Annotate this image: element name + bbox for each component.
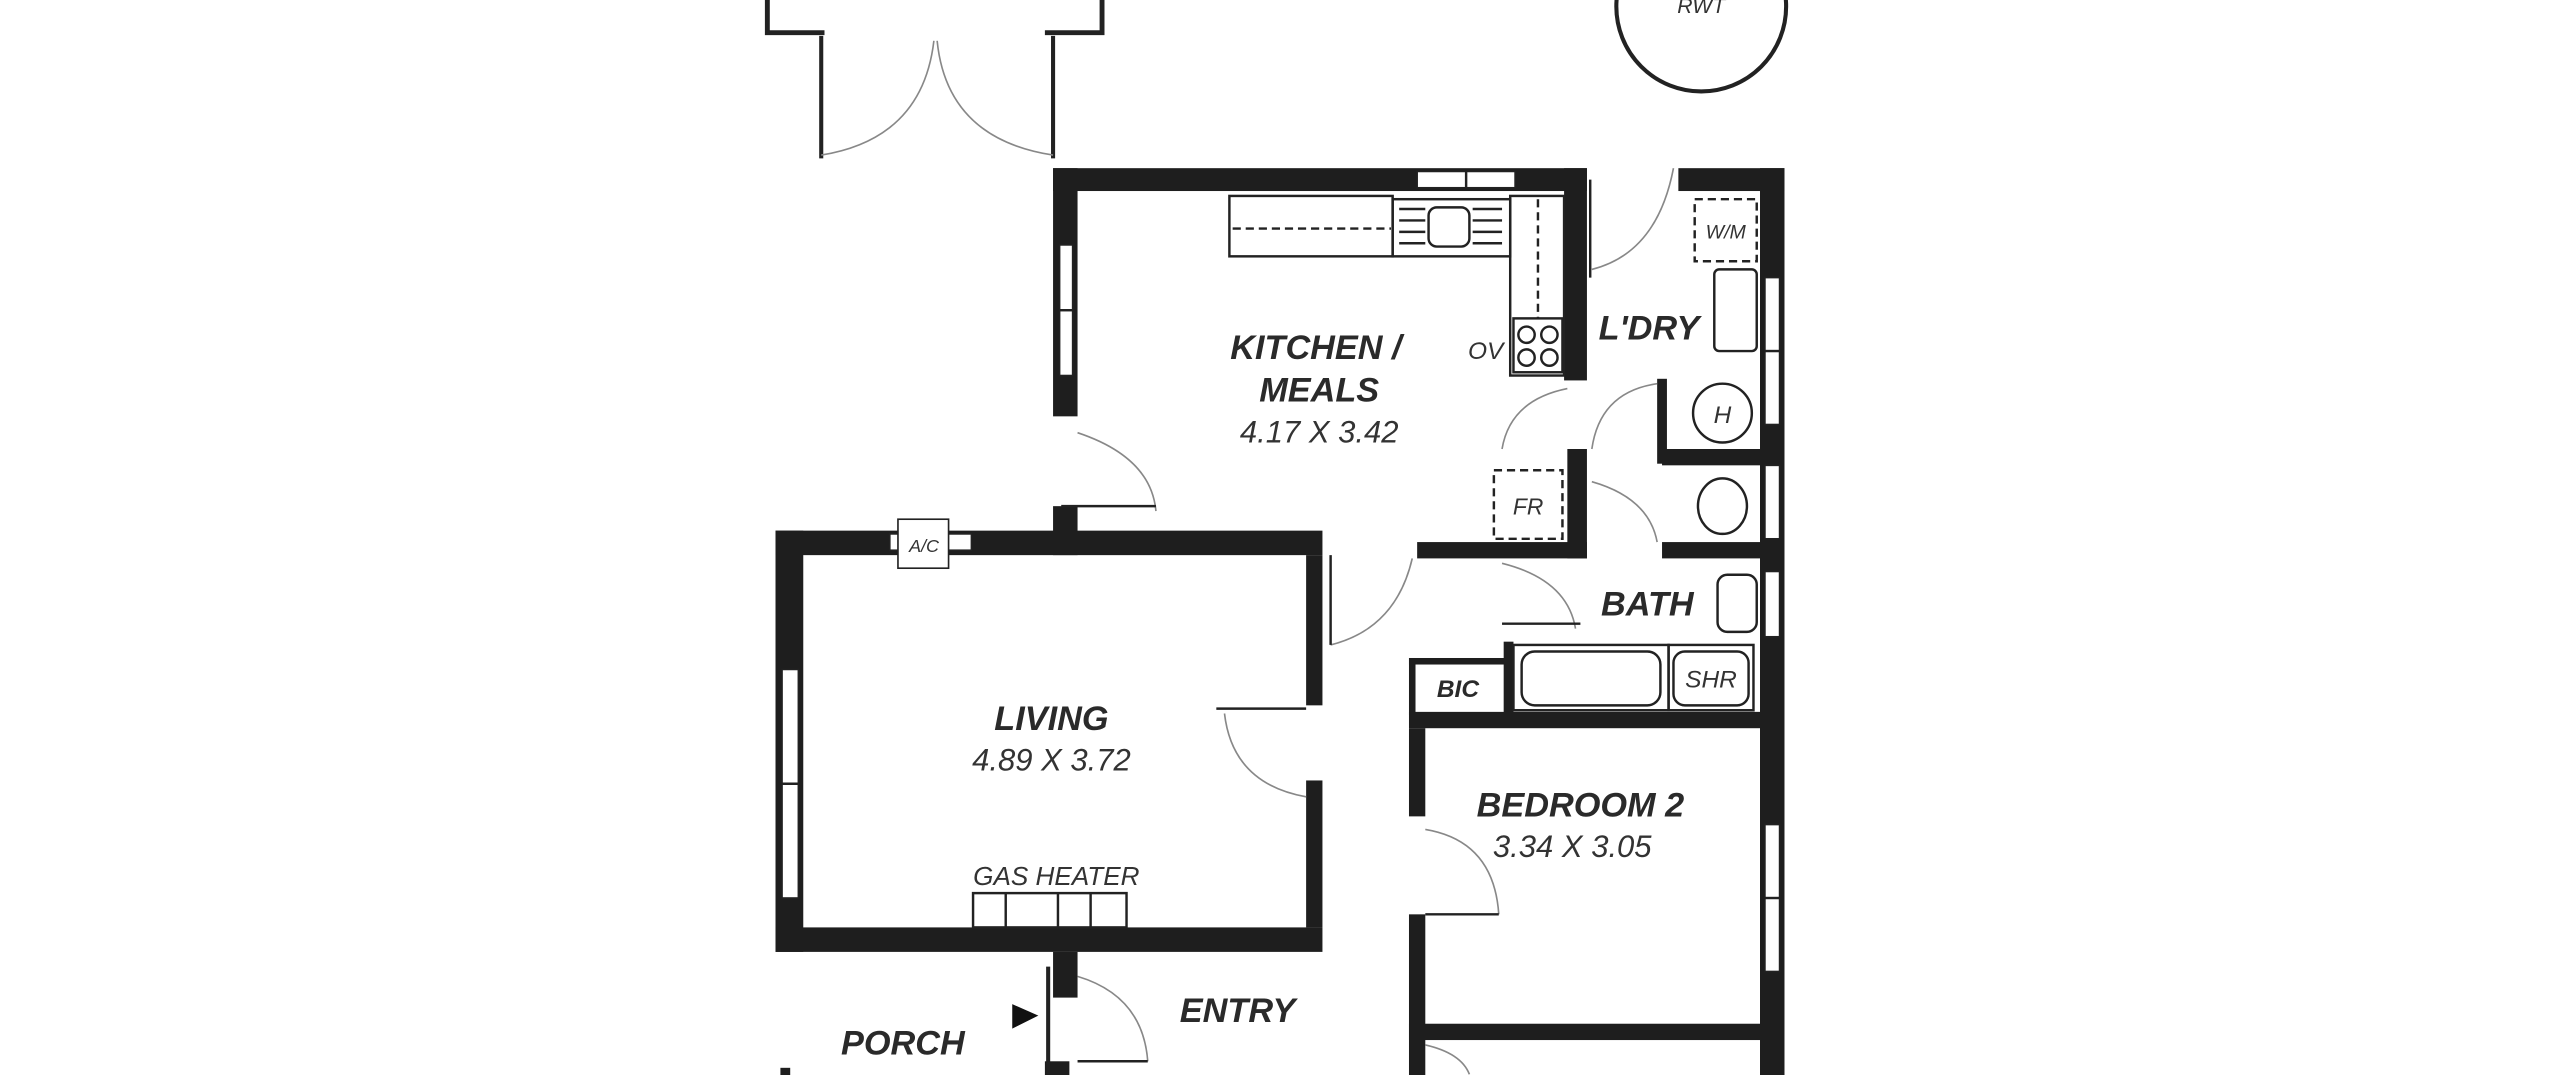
- rainwater-tank: RWT: [1614, 0, 1789, 94]
- fridge-label: FR: [1513, 493, 1543, 519]
- bath-label: BATH: [1601, 586, 1695, 624]
- door-swings: [1061, 168, 1675, 1075]
- toilet-icon: [1696, 477, 1749, 536]
- rwt-label: RWT: [1677, 0, 1727, 18]
- shower-label: SHR: [1685, 666, 1737, 693]
- laundry-trough-icon: [1713, 268, 1758, 353]
- bedroom2-label: BEDROOM 2: [1477, 786, 1685, 824]
- gas-heater-label: GAS HEATER: [973, 861, 1139, 891]
- bathtub-icon: [1520, 650, 1662, 707]
- oven-label: OV: [1468, 338, 1506, 365]
- living-label: LIVING: [994, 700, 1108, 738]
- entry-label: ENTRY: [1180, 992, 1299, 1030]
- washing-machine-label: W/M: [1706, 221, 1747, 243]
- kitchen-label: KITCHEN /: [1230, 329, 1405, 367]
- meals-label: MEALS: [1259, 372, 1379, 410]
- bedroom2-size: 3.34 X 3.05: [1493, 829, 1652, 864]
- porch-label: PORCH: [841, 1025, 966, 1063]
- hot-water-label: H: [1714, 402, 1732, 429]
- laundry-label: L'DRY: [1599, 310, 1703, 348]
- kitchen-benches: [1228, 194, 1566, 377]
- bic-label: BIC: [1437, 676, 1479, 703]
- living-size: 4.89 X 3.72: [972, 743, 1131, 778]
- basin-icon: [1716, 573, 1758, 634]
- windows: [781, 170, 1781, 973]
- ac-label: A/C: [908, 536, 940, 556]
- pergola: [764, 0, 1105, 159]
- kitchen-size: 4.17 X 3.42: [1240, 414, 1399, 449]
- entry-arrow-icon: [1012, 1004, 1039, 1029]
